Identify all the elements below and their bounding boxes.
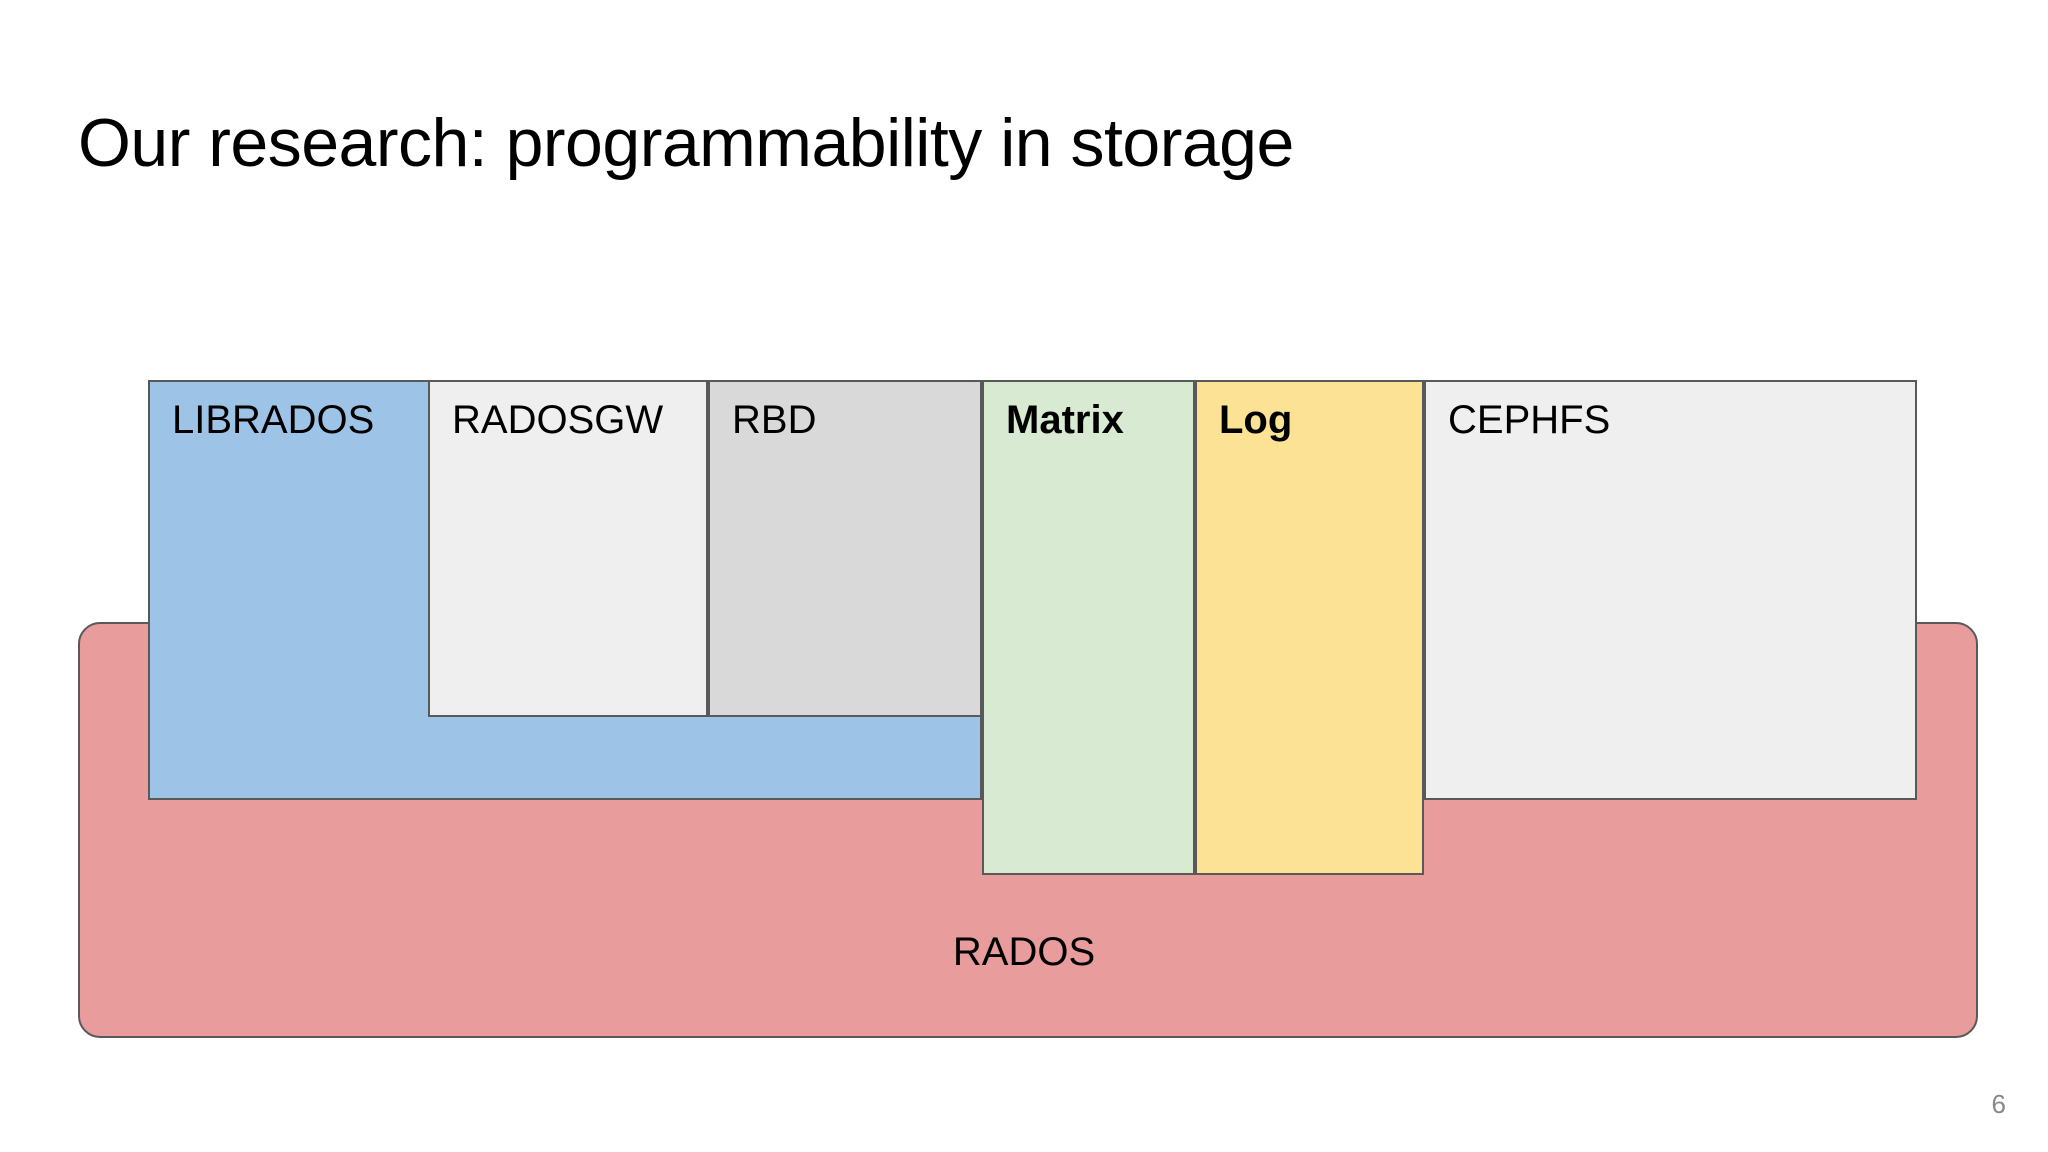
diagram-box-rbd: RBD <box>708 380 982 717</box>
diagram-label-librados: LIBRADOS <box>172 398 375 442</box>
diagram-label-cephfs: CEPHFS <box>1448 398 1611 442</box>
diagram-label-log: Log <box>1219 398 1293 442</box>
diagram-box-cephfs: CEPHFS <box>1424 380 1917 800</box>
diagram-label-radosgw: RADOSGW <box>452 398 664 442</box>
page-number: 6 <box>1991 1089 2006 1119</box>
diagram-box-matrix: Matrix <box>982 380 1195 875</box>
page-title: Our research: programmability in storage <box>78 105 1294 181</box>
diagram-box-log: Log <box>1195 380 1424 875</box>
diagram-label-matrix: Matrix <box>1006 398 1124 442</box>
diagram-label-rbd: RBD <box>732 398 817 442</box>
diagram-box-radosgw: RADOSGW <box>428 380 708 717</box>
